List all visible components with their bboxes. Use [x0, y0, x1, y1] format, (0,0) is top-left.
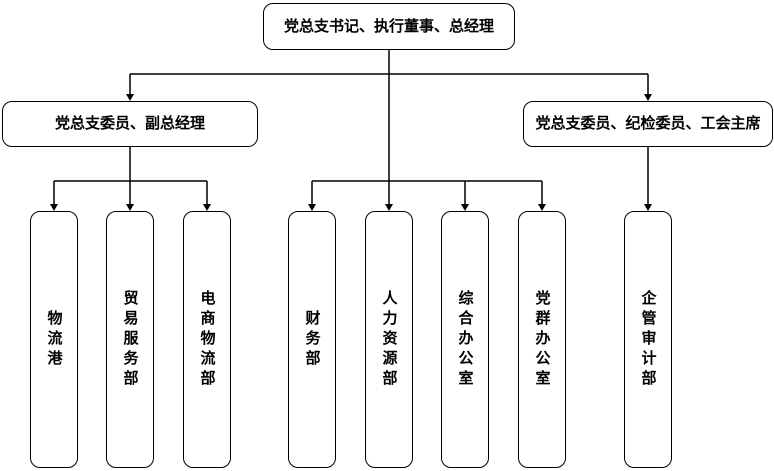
- node-ecommerce-logistics-dept: 电商物流部: [183, 211, 231, 468]
- node-party-secretary-general-manager: 党总支书记、执行董事、总经理: [263, 3, 515, 50]
- arrow-down-icon: [126, 94, 134, 101]
- arrow-down-icon: [644, 204, 652, 211]
- arrow-down-icon: [644, 94, 652, 101]
- node-label: 企管审计部: [639, 289, 657, 390]
- node-label: 财务部: [303, 309, 321, 370]
- arrow-down-icon: [385, 204, 393, 211]
- node-label: 党总支书记、执行董事、总经理: [283, 17, 494, 35]
- arrow-down-icon: [126, 204, 134, 211]
- node-label: 党总支委员、纪检委员、工会主席: [535, 115, 761, 132]
- node-discipline-union-chairman: 党总支委员、纪检委员、工会主席: [523, 101, 773, 147]
- arrow-down-icon: [308, 204, 316, 211]
- node-audit-dept: 企管审计部: [624, 211, 672, 468]
- node-label: 综合办公室: [456, 289, 474, 390]
- arrow-down-icon: [538, 204, 546, 211]
- node-label: 物流港: [45, 309, 63, 370]
- arrow-down-icon: [50, 204, 58, 211]
- node-label: 党群办公室: [533, 289, 551, 390]
- node-finance-dept: 财务部: [288, 211, 336, 468]
- arrow-down-icon: [461, 204, 469, 211]
- node-label: 贸易服务部: [121, 289, 139, 390]
- node-label: 人力资源部: [380, 289, 398, 390]
- arrow-down-icon: [203, 204, 211, 211]
- node-trade-service-dept: 贸易服务部: [106, 211, 154, 468]
- node-logistics-port: 物流港: [30, 211, 78, 468]
- node-label: 党总支委员、副总经理: [54, 115, 205, 132]
- node-hr-dept: 人力资源部: [365, 211, 413, 468]
- node-party-mass-office: 党群办公室: [518, 211, 566, 468]
- node-label: 电商物流部: [198, 289, 216, 390]
- node-general-office: 综合办公室: [441, 211, 489, 468]
- node-deputy-general-manager: 党总支委员、副总经理: [2, 101, 258, 147]
